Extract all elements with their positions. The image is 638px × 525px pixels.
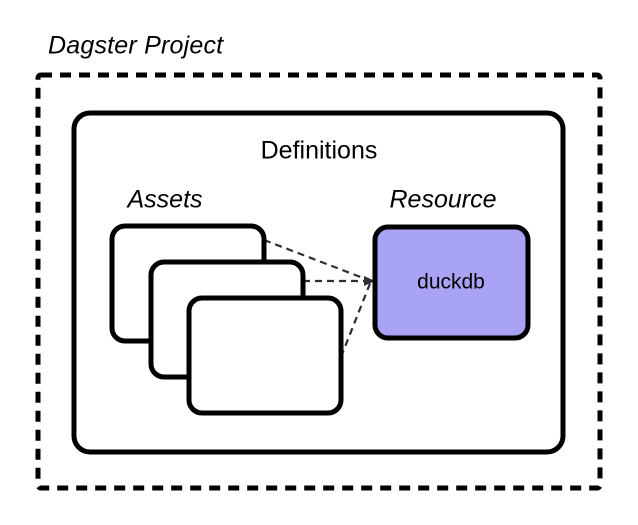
connector-group — [263, 238, 375, 358]
duckdb-node-label: duckdb — [417, 271, 485, 294]
resource-group-label: Resource — [390, 186, 497, 214]
page-title: Dagster Project — [48, 32, 224, 60]
asset-card-3[interactable] — [186, 295, 344, 416]
duckdb-node[interactable] — [372, 224, 531, 341]
connector-arrowhead-icon — [364, 276, 375, 286]
assets-group-label: Assets — [125, 186, 202, 214]
dagster-project-boundary — [35, 72, 603, 491]
connector-asset-card-3-to-duckdb — [339, 280, 373, 358]
definitions-label: Definitions — [261, 137, 378, 165]
